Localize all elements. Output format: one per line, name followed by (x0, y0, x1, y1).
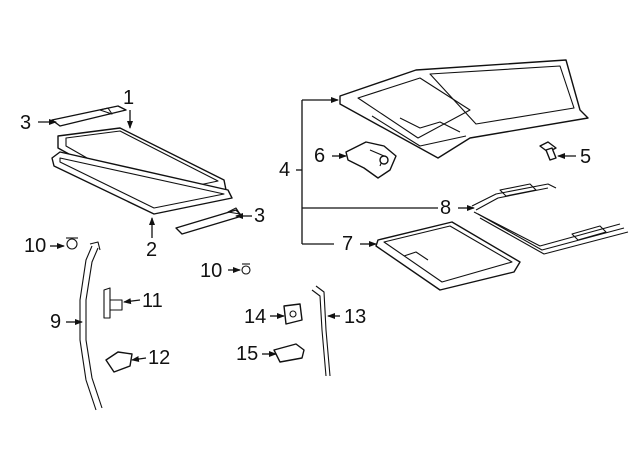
leader-11 (123, 298, 141, 305)
leader-12 (131, 356, 147, 362)
callout-3-lower: 3 (254, 205, 266, 227)
callout-14: 14 (244, 306, 267, 328)
trim-strip-upper (51, 105, 127, 127)
callout-5: 5 (580, 146, 592, 168)
callout-7: 7 (342, 233, 354, 255)
drive-cable-track (471, 183, 629, 255)
hose-clip-a (66, 237, 78, 250)
callout-12: 12 (148, 347, 171, 369)
bolt (539, 141, 557, 161)
callout-4: 4 (279, 159, 291, 181)
callout-2: 2 (146, 239, 158, 261)
hose-bracket (103, 287, 123, 319)
callout-9: 9 (50, 311, 62, 333)
callout-10-center: 10 (200, 260, 223, 282)
bracket-15 (273, 343, 305, 363)
callout-15: 15 (236, 343, 259, 365)
callout-6: 6 (314, 145, 326, 167)
bracket-14 (283, 303, 303, 325)
hose-clip-c (105, 351, 133, 373)
callout-10-left: 10 (24, 235, 47, 257)
callout-11: 11 (142, 290, 163, 312)
drain-hose-right (311, 285, 331, 377)
sunshade-panel (375, 221, 521, 291)
callout-8: 8 (440, 197, 452, 219)
sunroof-weatherstrip (51, 151, 233, 215)
trim-strip-lower (175, 207, 243, 235)
callout-3-upper: 3 (20, 112, 32, 134)
callout-1: 1 (123, 87, 135, 109)
callout-13: 13 (344, 306, 367, 328)
sunroof-motor (345, 141, 397, 179)
hose-clip-b (241, 263, 251, 275)
drain-hose-left (79, 241, 103, 411)
sunroof-housing-frame (339, 59, 589, 159)
